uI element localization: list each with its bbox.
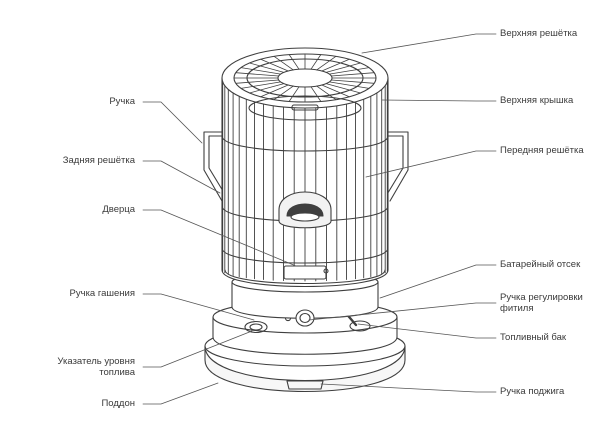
- top-grille-spoke: [240, 67, 282, 75]
- label-ignition-knob: Ручка поджига: [500, 386, 565, 397]
- top-grille-spoke: [235, 79, 280, 84]
- collar-shape: [231, 271, 379, 327]
- label-extinguish-knob: Ручка гашения: [69, 288, 135, 299]
- leader-lines: [142, 33, 497, 405]
- top-grille-spoke: [328, 67, 370, 75]
- label-fuel-tank: Топливный бак: [500, 332, 567, 343]
- label-top-cover: Верхняя крышка: [500, 95, 574, 106]
- top-grille-spoke: [310, 86, 322, 102]
- top-grille-spoke: [288, 54, 300, 70]
- top-grille-spoke: [288, 86, 300, 102]
- top-grille-spoke: [325, 62, 361, 73]
- label-door: Дверца: [102, 204, 135, 215]
- top-grille-spoke: [249, 83, 285, 94]
- top-grille-spoke: [321, 84, 350, 98]
- side-handles-shape: [203, 131, 409, 202]
- top-grille-spoke: [316, 56, 337, 71]
- label-wick-knob: Ручка регулировки фитиля: [500, 292, 583, 314]
- top-grille-spoke: [325, 83, 361, 94]
- top-grille-spoke: [273, 56, 294, 71]
- top-grille-spoke: [249, 62, 285, 73]
- door-shape: [278, 191, 332, 280]
- label-top-grille: Верхняя решётка: [500, 28, 578, 39]
- top-grille-spoke: [240, 81, 282, 89]
- top-grille-spoke: [310, 54, 322, 70]
- label-fuel-gauge: Указатель уровня топлива: [57, 356, 135, 378]
- top-grille-spoke: [235, 72, 280, 77]
- top-grille-shape: [221, 47, 389, 121]
- top-grille-spoke: [321, 58, 350, 72]
- top-grille-spoke: [328, 81, 370, 89]
- label-rear-grille: Задняя решётка: [62, 155, 135, 166]
- top-grille-spoke: [260, 84, 289, 98]
- top-grille-spoke: [330, 79, 375, 84]
- label-tray: Поддон: [101, 398, 135, 409]
- top-grille-spoke: [330, 72, 375, 77]
- label-front-grille: Передняя решётка: [500, 145, 584, 156]
- grille-body-shape: [221, 77, 389, 287]
- label-handle: Ручка: [109, 96, 135, 107]
- top-grille-spoke: [260, 58, 289, 72]
- label-battery: Батарейный отсек: [500, 259, 581, 270]
